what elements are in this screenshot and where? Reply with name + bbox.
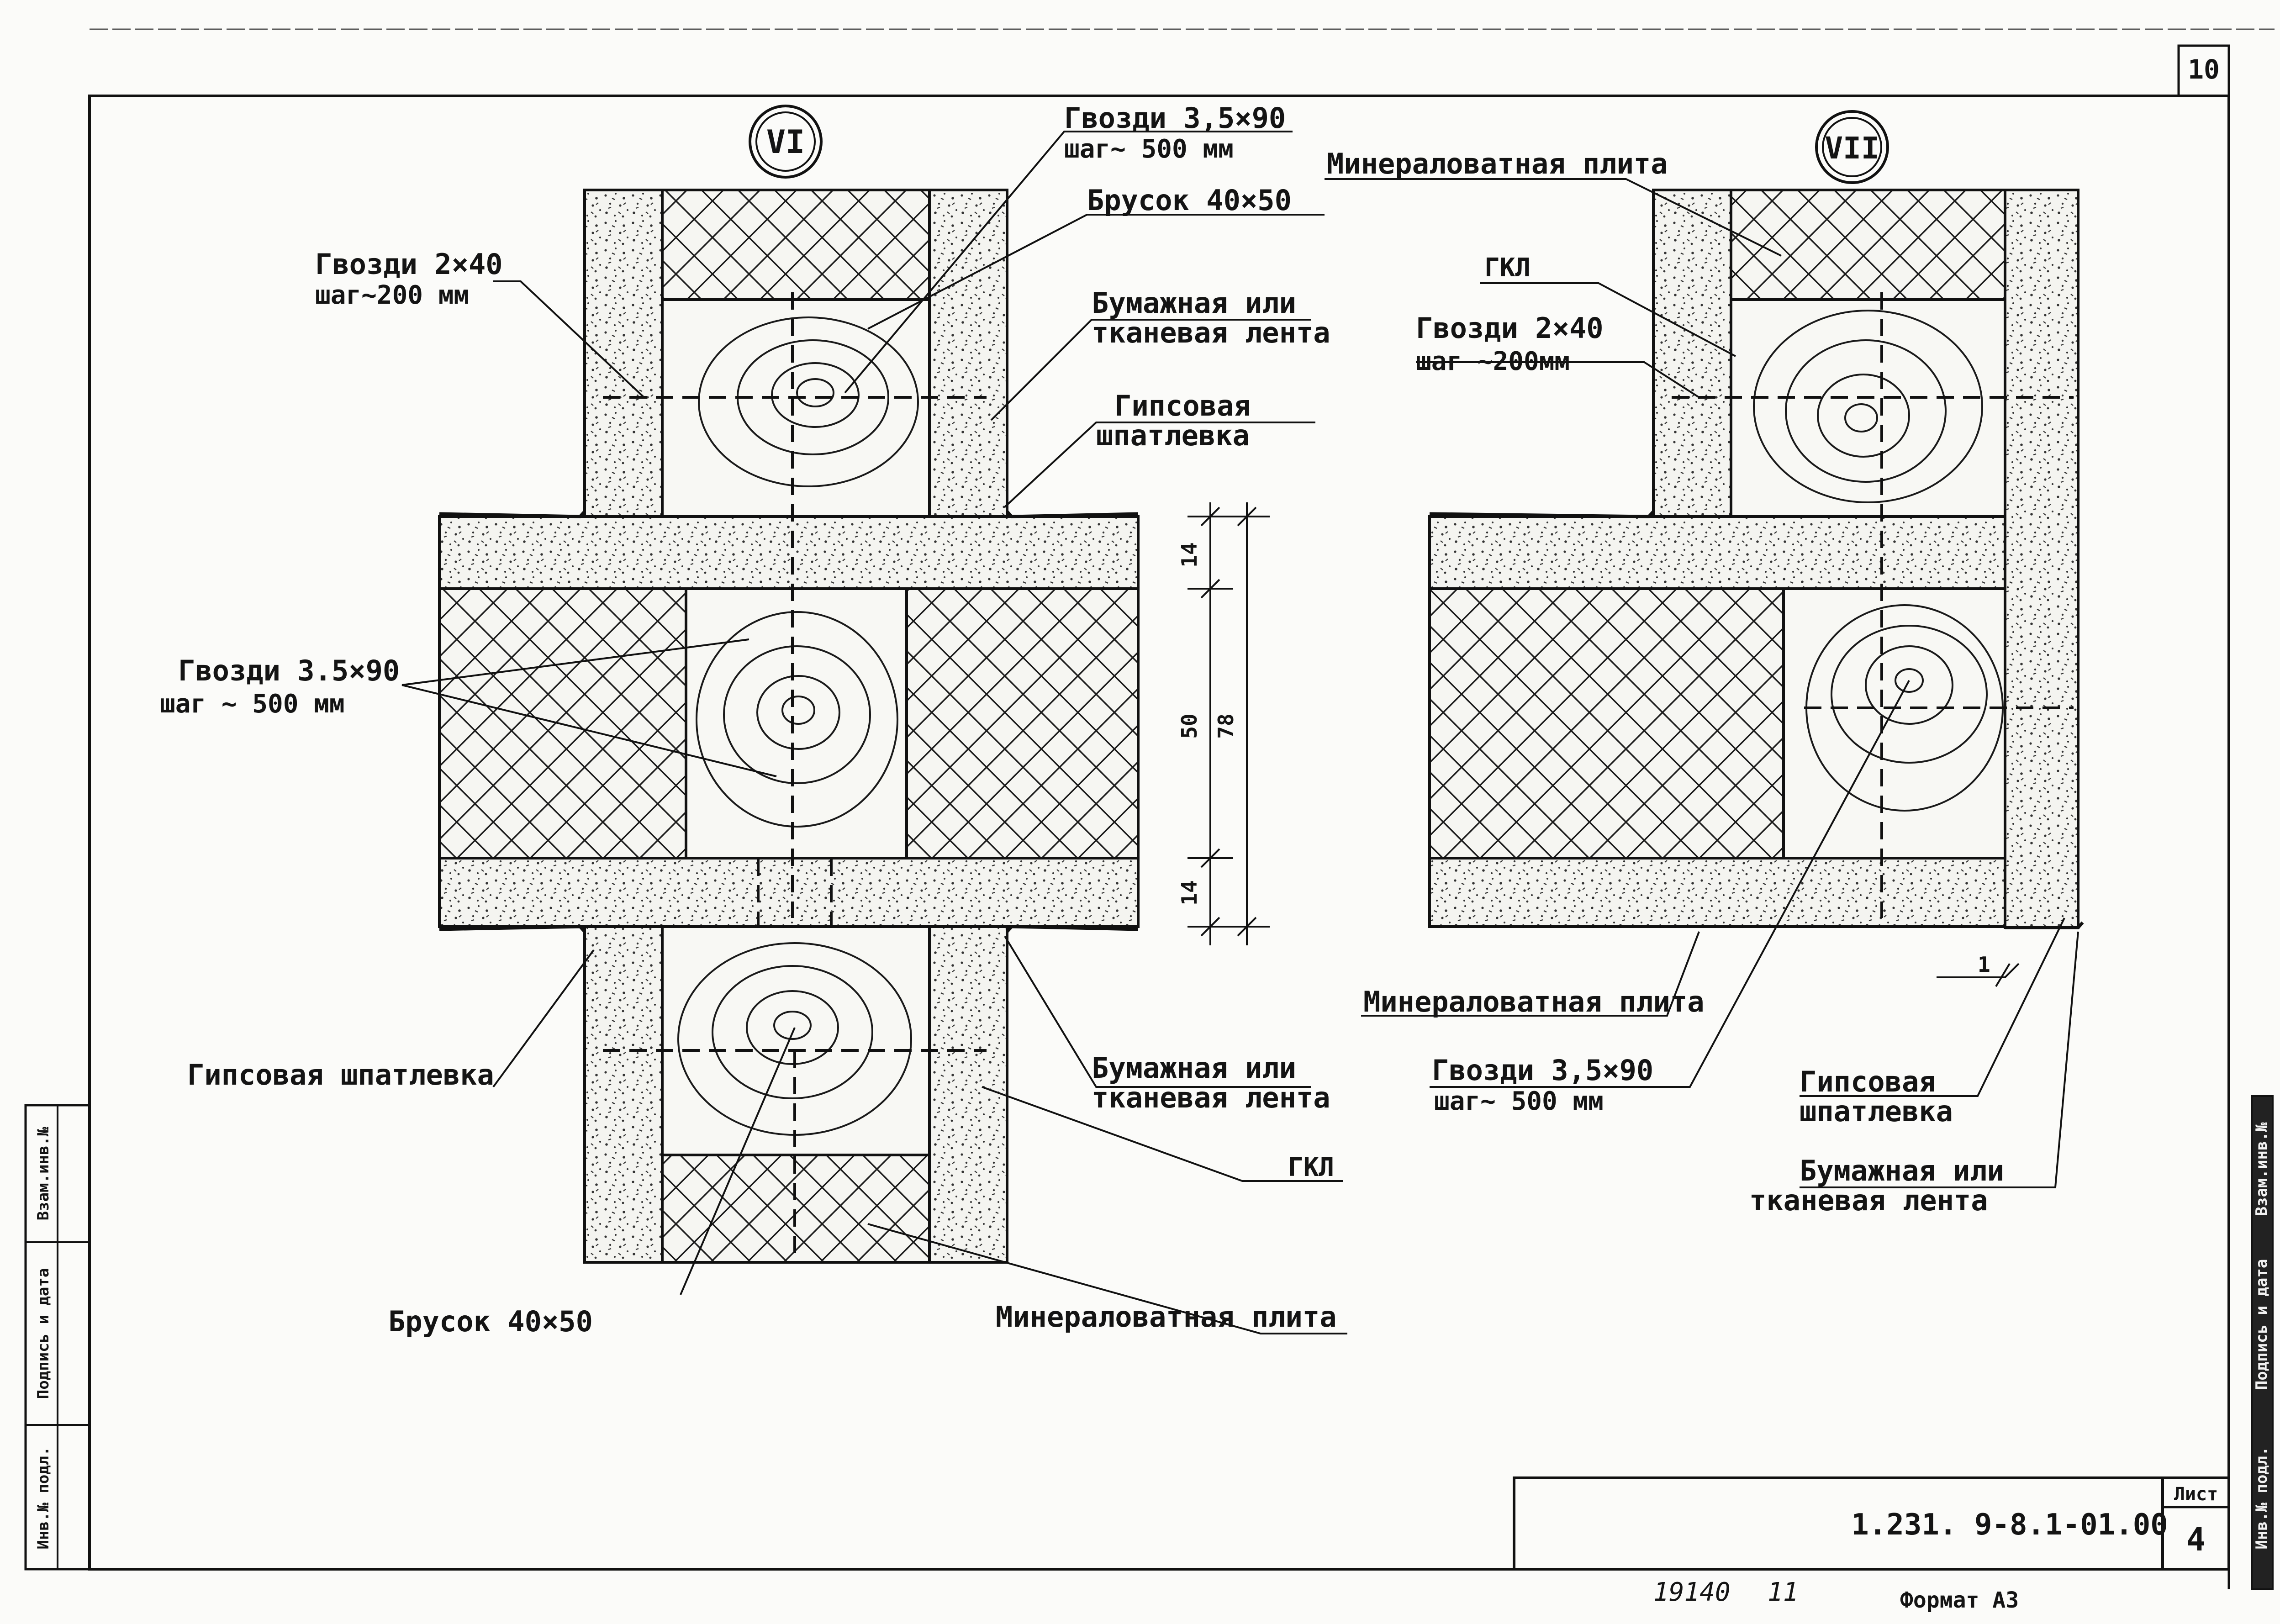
detail-marker: VI [766, 123, 805, 161]
label-step: шаг ~ 500 мм [160, 689, 345, 719]
label-putty: шпатлевка [1800, 1095, 1953, 1128]
mineral-wool-slab [1428, 587, 1785, 859]
detail-vii: VII Минераловатная плита ГКЛ Гвозди 2×40… [1325, 110, 2084, 1217]
gkl-board [583, 925, 664, 1264]
right-stamp: Взам.инв.№ Подпись и дата Инв.№ подл. [2251, 1095, 2274, 1590]
label-putty: шпатлевка [1096, 419, 1250, 452]
label-putty: Гипсовая [1800, 1065, 1936, 1098]
gkl-board [928, 925, 1008, 1264]
label-step: шаг~ 500 мм [1434, 1086, 1604, 1116]
label-tape: Бумажная или [1092, 1051, 1296, 1085]
label-tape: Бумажная или [1092, 286, 1296, 320]
inventory-number: 19140 [1653, 1577, 1731, 1607]
nail-lines [1672, 292, 2074, 918]
gkl-board [438, 515, 1140, 590]
mineral-wool-slab [1730, 189, 2006, 301]
label-step: шаг ~200мм [1416, 347, 1570, 376]
dimension-label: 1 [1978, 952, 1990, 977]
timber-bar [1730, 298, 2006, 518]
mineral-wool-slab [661, 189, 931, 301]
page-number-box [2177, 44, 2230, 97]
label-putty: Гипсовая [1114, 389, 1251, 422]
label-bar: Брусок 40×50 [1087, 184, 1292, 217]
gkl-board [1428, 857, 2006, 928]
page-number: 10 [2188, 54, 2220, 85]
mineral-wool-slab [905, 587, 1140, 859]
label-nails: Гвозди 3,5×90 [1432, 1054, 1653, 1087]
stamp-label: Инв.№ подл. [2253, 1446, 2271, 1549]
detail-vi: VI [160, 101, 1347, 1338]
label-mineral-wool: Минераловатная плита [1327, 147, 1668, 180]
sheet-number: 4 [2186, 1521, 2206, 1558]
gkl-board [1428, 515, 2006, 590]
stamp-label: Взам.инв.№ [2253, 1122, 2271, 1216]
nail-lines [603, 292, 987, 1260]
gkl-board [438, 857, 1140, 928]
label-bar: Брусок 40×50 [388, 1305, 593, 1338]
timber-bar [1782, 587, 2006, 859]
label-nails: Гвозди 3,5×90 [1064, 101, 1286, 135]
leader-lines [401, 131, 1347, 1334]
label-step: шаг~ 500 мм [1064, 134, 1234, 164]
stamp-label: Подпись и дата [34, 1268, 53, 1399]
detail-marker-circle [749, 105, 823, 179]
label-nails: Гвозди 3.5×90 [178, 654, 400, 687]
detail-marker-circle [1815, 110, 1889, 184]
putty-joints [439, 510, 1139, 933]
label-tape: тканевая лента [1092, 1081, 1330, 1114]
putty-joints [1429, 510, 2084, 929]
dimension-label: 14 [1177, 542, 1202, 567]
document-designation: 1.231. 9-8.1-01.00 [1851, 1508, 2168, 1542]
label-step: шаг~200 мм [315, 280, 469, 310]
title-block: 1.231. 9-8.1-01.00 Лист 4 [1513, 1476, 2230, 1571]
gkl-board [1652, 189, 1732, 518]
label-tape: тканевая лента [1749, 1184, 1988, 1217]
dimension-label: 14 [1177, 880, 1202, 905]
gkl-board [2004, 189, 2079, 929]
label-gkl: ГКЛ [1288, 1153, 1334, 1182]
left-stamp: Взам.инв.№ Подпись и дата Инв.№ подл. [24, 1104, 91, 1571]
dimension-lines [1188, 502, 1270, 945]
label-putty: Гипсовая шпатлевка [187, 1058, 494, 1091]
label-mineral-wool: Минераловатная плита [1363, 985, 1705, 1018]
format-label: Формат А3 [1900, 1587, 2019, 1613]
stamp-label: Инв.№ подл. [34, 1446, 53, 1549]
detail-marker: VII [1825, 131, 1879, 166]
label-nails: Гвозди 2×40 [1416, 311, 1604, 345]
inventory-suffix: 11 [1768, 1577, 1798, 1607]
label-gkl: ГКЛ [1484, 253, 1531, 283]
sheet-label: Лист [2174, 1484, 2218, 1505]
leader-lines [1325, 178, 2079, 1188]
wood-grain [677, 316, 919, 1136]
label-tape: тканевая лента [1092, 316, 1330, 349]
label-tape: Бумажная или [1800, 1154, 2004, 1187]
timber-bar [661, 298, 931, 518]
dimension-label: 78 [1214, 713, 1238, 738]
gkl-board [928, 189, 1008, 518]
stamp-label: Подпись и дата [2253, 1259, 2271, 1390]
stamp-label: Взам.инв.№ [34, 1127, 53, 1220]
label-nails: Гвозди 2×40 [315, 248, 503, 281]
dimension-label: 50 [1177, 713, 1202, 738]
label-mineral-wool: Минераловатная плита [996, 1300, 1337, 1334]
